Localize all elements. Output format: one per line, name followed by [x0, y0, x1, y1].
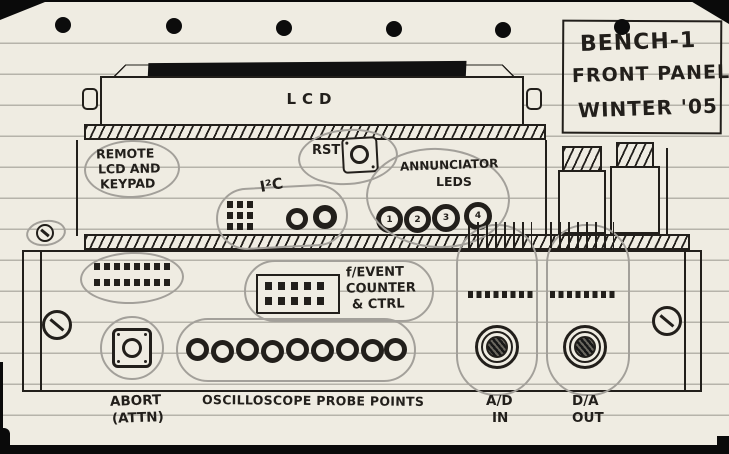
scan-edge-bottom — [0, 445, 729, 454]
led-number: 1 — [386, 214, 393, 225]
lcd-mount-ear-left — [82, 88, 98, 110]
hatch-bar-middle — [84, 234, 690, 250]
probe-point — [361, 339, 384, 362]
pin-comb — [468, 222, 532, 248]
punch-hole — [495, 22, 511, 38]
upper-board-right-wall — [545, 140, 547, 236]
title-line-1: BENCH-1 — [579, 27, 697, 58]
probe-point — [286, 338, 309, 361]
probe-point — [236, 338, 259, 361]
punch-hole — [614, 19, 630, 35]
annunciator-label-line2: LEDS — [436, 174, 472, 189]
pencil-circle-i2c — [214, 182, 350, 252]
probe-point — [261, 340, 284, 363]
ad-header-row — [468, 291, 534, 298]
f-event-pin-row — [265, 282, 325, 290]
pencil-circle-da — [546, 224, 630, 396]
pin-comb — [550, 222, 614, 248]
da-label-line1: D/A — [572, 393, 599, 409]
i2c-header-row — [227, 223, 255, 230]
scan-corner-bottom-right — [717, 436, 729, 454]
ad-label-line1: A/D — [486, 393, 513, 409]
da-label-line2: OUT — [572, 410, 604, 426]
remote-label-line1: REMOTE — [95, 145, 155, 162]
capacitor — [610, 166, 660, 234]
panel-left-flange — [40, 252, 42, 390]
annunciator-led: 2 — [404, 206, 431, 233]
screw-icon — [42, 310, 72, 340]
punch-hole — [166, 18, 182, 34]
abort-label-line1: ABORT — [109, 392, 162, 410]
front-panel — [22, 250, 702, 392]
rst-label: RST — [312, 143, 341, 158]
lcd-mount-ear-right — [526, 88, 542, 110]
cap-section-right-wall — [666, 148, 668, 234]
title-line-2: FRONT PANEL — [571, 60, 729, 88]
led-number: 4 — [474, 211, 482, 221]
ad-label-line2: IN — [492, 410, 509, 426]
lcd-label: LCD — [286, 90, 338, 108]
screw-icon — [652, 306, 682, 336]
punch-hole — [386, 21, 402, 37]
probe-point — [336, 338, 359, 361]
i2c-cap — [313, 205, 337, 229]
pencil-circle-ad — [456, 224, 538, 396]
led-number: 2 — [414, 214, 421, 225]
remote-header-row — [94, 263, 172, 270]
panel-right-flange — [684, 252, 686, 390]
f-event-label-line3: & CTRL — [351, 296, 405, 313]
probe-point — [211, 340, 234, 363]
hatch-bar-top — [84, 124, 546, 140]
probe-point — [311, 339, 334, 362]
lcd-module: LCD — [100, 76, 524, 128]
i2c-header-row — [227, 201, 255, 208]
annunciator-led: 1 — [376, 206, 403, 233]
remote-header-row — [94, 279, 172, 286]
pencil-circle-probe-points — [176, 318, 416, 382]
standoff-screw-icon — [36, 224, 54, 242]
remote-label-line3: KEYPAD — [99, 175, 156, 192]
pencil-circle-abort — [100, 316, 164, 380]
scope-label: OSCILLOSCOPE PROBE POINTS — [201, 392, 425, 409]
scan-corner-bottom-left — [0, 428, 10, 454]
pencil-circle-f-event — [244, 260, 434, 322]
punch-hole — [55, 17, 71, 33]
f-event-label-line2: COUNTER — [345, 280, 416, 297]
led-number: 3 — [442, 213, 450, 223]
i2c-cap — [286, 208, 308, 230]
punch-hole — [276, 20, 292, 36]
upper-board-left-wall — [76, 140, 78, 236]
i2c-header-row — [227, 212, 255, 219]
ad-connector-center — [486, 336, 508, 358]
scan-edge-left — [0, 362, 3, 454]
f-event-pin-row — [265, 297, 325, 305]
title-line-3: WINTER '05 — [577, 93, 719, 123]
f-event-label-line1: f/EVENT — [345, 264, 405, 281]
scan-edge-top — [0, 0, 729, 2]
da-header-row — [550, 291, 616, 298]
annunciator-led: 3 — [432, 204, 460, 232]
abort-label-line2: (ATTN) — [111, 409, 165, 427]
